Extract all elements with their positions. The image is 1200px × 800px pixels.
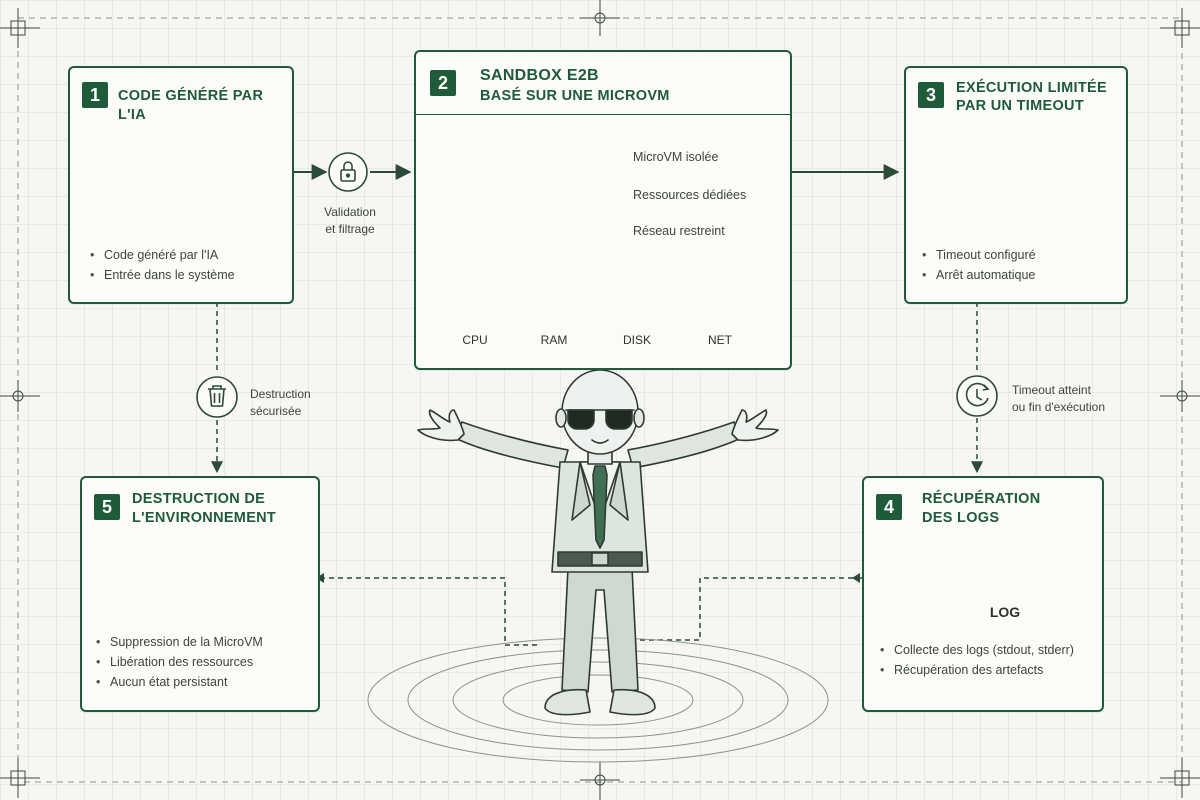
step-4-title-line2: DES LOGS xyxy=(922,510,1000,526)
log-label: LOG xyxy=(989,604,1021,620)
step-2-title-line2: BASÉ SUR UNE MICROVM xyxy=(480,88,670,104)
step-1-title: CODE GÉNÉRÉ PAR L'IA xyxy=(118,88,264,123)
resource-net-label: NET xyxy=(708,333,732,347)
list-item: Entrée dans le système xyxy=(90,265,235,285)
feature-network: Réseau restreint xyxy=(633,224,725,238)
step-4-title-line1: RÉCUPÉRATION xyxy=(922,491,1041,507)
list-item: Collecte des logs (stdout, stderr) xyxy=(880,640,1074,660)
trash-icon-circle xyxy=(196,376,238,418)
step-2-divider xyxy=(416,114,790,115)
list-item: Suppression de la MicroVM xyxy=(96,632,263,652)
character-figure xyxy=(417,369,779,716)
destruction-label: Destruction sécurisée xyxy=(250,386,311,420)
timeout-label: Timeout atteint ou fin d'exécution xyxy=(1012,382,1105,416)
timeout-icon xyxy=(965,382,990,407)
step-5-title-line2: L'ENVIRONNEMENT xyxy=(132,510,277,526)
list-item: Code généré par l'IA xyxy=(90,245,235,265)
step-4-number: 4 xyxy=(876,494,902,520)
timeout-label-line2: ou fin d'exécution xyxy=(1012,400,1106,414)
validation-label: Validation et filtrage xyxy=(318,204,382,238)
destruction-label-line1: Destruction xyxy=(250,387,311,401)
step-4-card: 4 RÉCUPÉRATION DES LOGS Collecte des log… xyxy=(862,476,1104,712)
list-item: Libération des ressources xyxy=(96,652,263,672)
step-2-card: 2 SANDBOX E2B BASÉ SUR UNE MICROVM xyxy=(414,50,792,370)
resource-cpu-label: CPU xyxy=(462,333,488,347)
step-2-number: 2 xyxy=(430,70,456,96)
feature-microvm: MicroVM isolée xyxy=(633,150,719,164)
lock-icon-circle xyxy=(328,152,368,192)
resource-disk-label: DISK xyxy=(622,333,651,347)
step-3-card: 3 EXÉCUTION LIMITÉE PAR UN TIMEOUT Timeo… xyxy=(904,66,1128,304)
step-3-bullets: Timeout configuré Arrêt automatique xyxy=(922,245,1036,285)
trash-icon xyxy=(208,385,226,407)
validation-label-line1: Validation xyxy=(324,205,376,219)
step-3-title-line2: PAR UN TIMEOUT xyxy=(956,98,1084,114)
step-2-title-line1: SANDBOX E2B xyxy=(480,67,599,84)
list-item: Récupération des artefacts xyxy=(880,660,1074,680)
step-3-number: 3 xyxy=(918,82,944,108)
destruction-label-line2: sécurisée xyxy=(250,404,302,418)
step-1-card: 1 CODE GÉNÉRÉ PAR L'IA Code généré par l… xyxy=(68,66,294,304)
step-5-title-line1: DESTRUCTION DE xyxy=(132,491,266,507)
ground-ripples xyxy=(367,637,829,763)
feature-resources: Ressources dédiées xyxy=(633,188,747,202)
timeout-label-line1: Timeout atteint xyxy=(1012,383,1091,397)
step-4-bullets: Collecte des logs (stdout, stderr) Récup… xyxy=(880,640,1074,680)
step-1-bullets: Code généré par l'IA Entrée dans le syst… xyxy=(90,245,235,285)
list-item: Arrêt automatique xyxy=(922,265,1036,285)
step-1-number: 1 xyxy=(82,82,108,108)
resource-ram-label: RAM xyxy=(540,333,568,347)
lock-icon xyxy=(340,161,356,182)
step-5-number: 5 xyxy=(94,494,120,520)
step-5-bullets: Suppression de la MicroVM Libération des… xyxy=(96,632,263,692)
step-5-card: 5 DESTRUCTION DE L'ENVIRONNEMENT Suppres… xyxy=(80,476,320,712)
validation-label-line2: et filtrage xyxy=(325,222,375,236)
list-item: Timeout configuré xyxy=(922,245,1036,265)
list-item: Aucun état persistant xyxy=(96,672,263,692)
step-3-title-line1: EXÉCUTION LIMITÉE xyxy=(956,80,1107,96)
